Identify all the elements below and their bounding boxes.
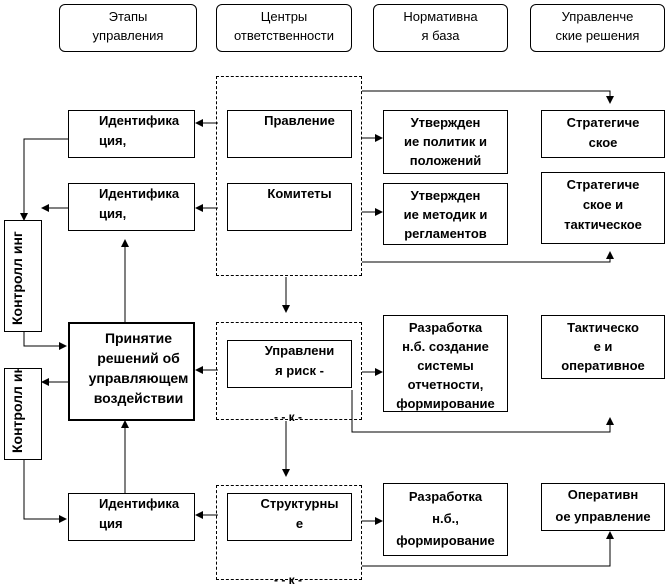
decision3-box: Тактическо е и оперативное управление <box>541 315 665 379</box>
header-norms: Нормативна я база <box>373 4 508 52</box>
norm3-box: Разработка н.б. создание системы отчетно… <box>383 315 508 412</box>
norm4-box: Разработка н.б., формирование <box>383 483 508 556</box>
control1-label: Контролл инг <box>9 231 25 325</box>
risk-tail-text: - - к - <box>274 411 302 421</box>
header-decisions-line2: ские решения <box>555 28 640 43</box>
header-decisions: Управленче ские решения <box>530 4 665 52</box>
header-decisions-line1: Управленче <box>561 9 634 24</box>
risk-box: Управлени я риск - <box>227 340 352 388</box>
committees-box: Комитеты <box>227 183 352 231</box>
header-norms-line1: Нормативна <box>403 9 478 24</box>
header-stages-line2: управления <box>92 28 164 43</box>
arrow-control1-to-decision <box>23 332 67 350</box>
norm1-box: Утвержден ие политик и положений <box>383 110 508 174</box>
ident2-box: Идентифика ция, контроль <box>68 183 195 231</box>
structural-tail-text: - - к - <box>274 574 302 584</box>
centers-group-structural <box>216 485 362 580</box>
arrow-to-d2 <box>362 251 614 263</box>
header-centers: Центры ответственности <box>216 4 352 52</box>
centers-group-risk <box>216 322 362 420</box>
header-norms-line2: я база <box>421 28 460 43</box>
header-centers-line2: ответственности <box>233 28 334 43</box>
control2-label: Контролл инг <box>9 368 25 453</box>
arrow-to-d1 <box>362 90 614 104</box>
header-stages-line1: Этапы <box>108 9 148 24</box>
decision2-box: Стратегиче ское и тактическое <box>541 172 665 244</box>
arrow-to-d4 <box>362 531 614 567</box>
control1-box: Контролл инг <box>4 220 42 332</box>
decision-box: Принятие решений об управляющем воздейст… <box>68 322 195 421</box>
arrow-ident1-to-control1 <box>20 138 68 221</box>
decision1-box: Стратегиче ское <box>541 110 665 158</box>
header-stages: Этапы управления <box>59 4 197 52</box>
control2-box: Контролл инг <box>4 368 42 460</box>
norm2-box: Утвержден ие методик и регламентов <box>383 183 508 245</box>
arrow-to-d3 <box>351 390 614 433</box>
centers-group-top <box>216 76 362 276</box>
arrow-control2-to-ident3 <box>23 460 67 523</box>
header-centers-line1: Центры <box>260 9 308 24</box>
ident3-box: Идентифика ция <box>68 493 195 541</box>
ident1-box: Идентифика ция, <box>68 110 195 158</box>
decision4-box: Оперативн ое управление <box>541 483 665 531</box>
structural-box: Структурны е <box>227 493 352 541</box>
board-box: Правление <box>227 110 352 158</box>
